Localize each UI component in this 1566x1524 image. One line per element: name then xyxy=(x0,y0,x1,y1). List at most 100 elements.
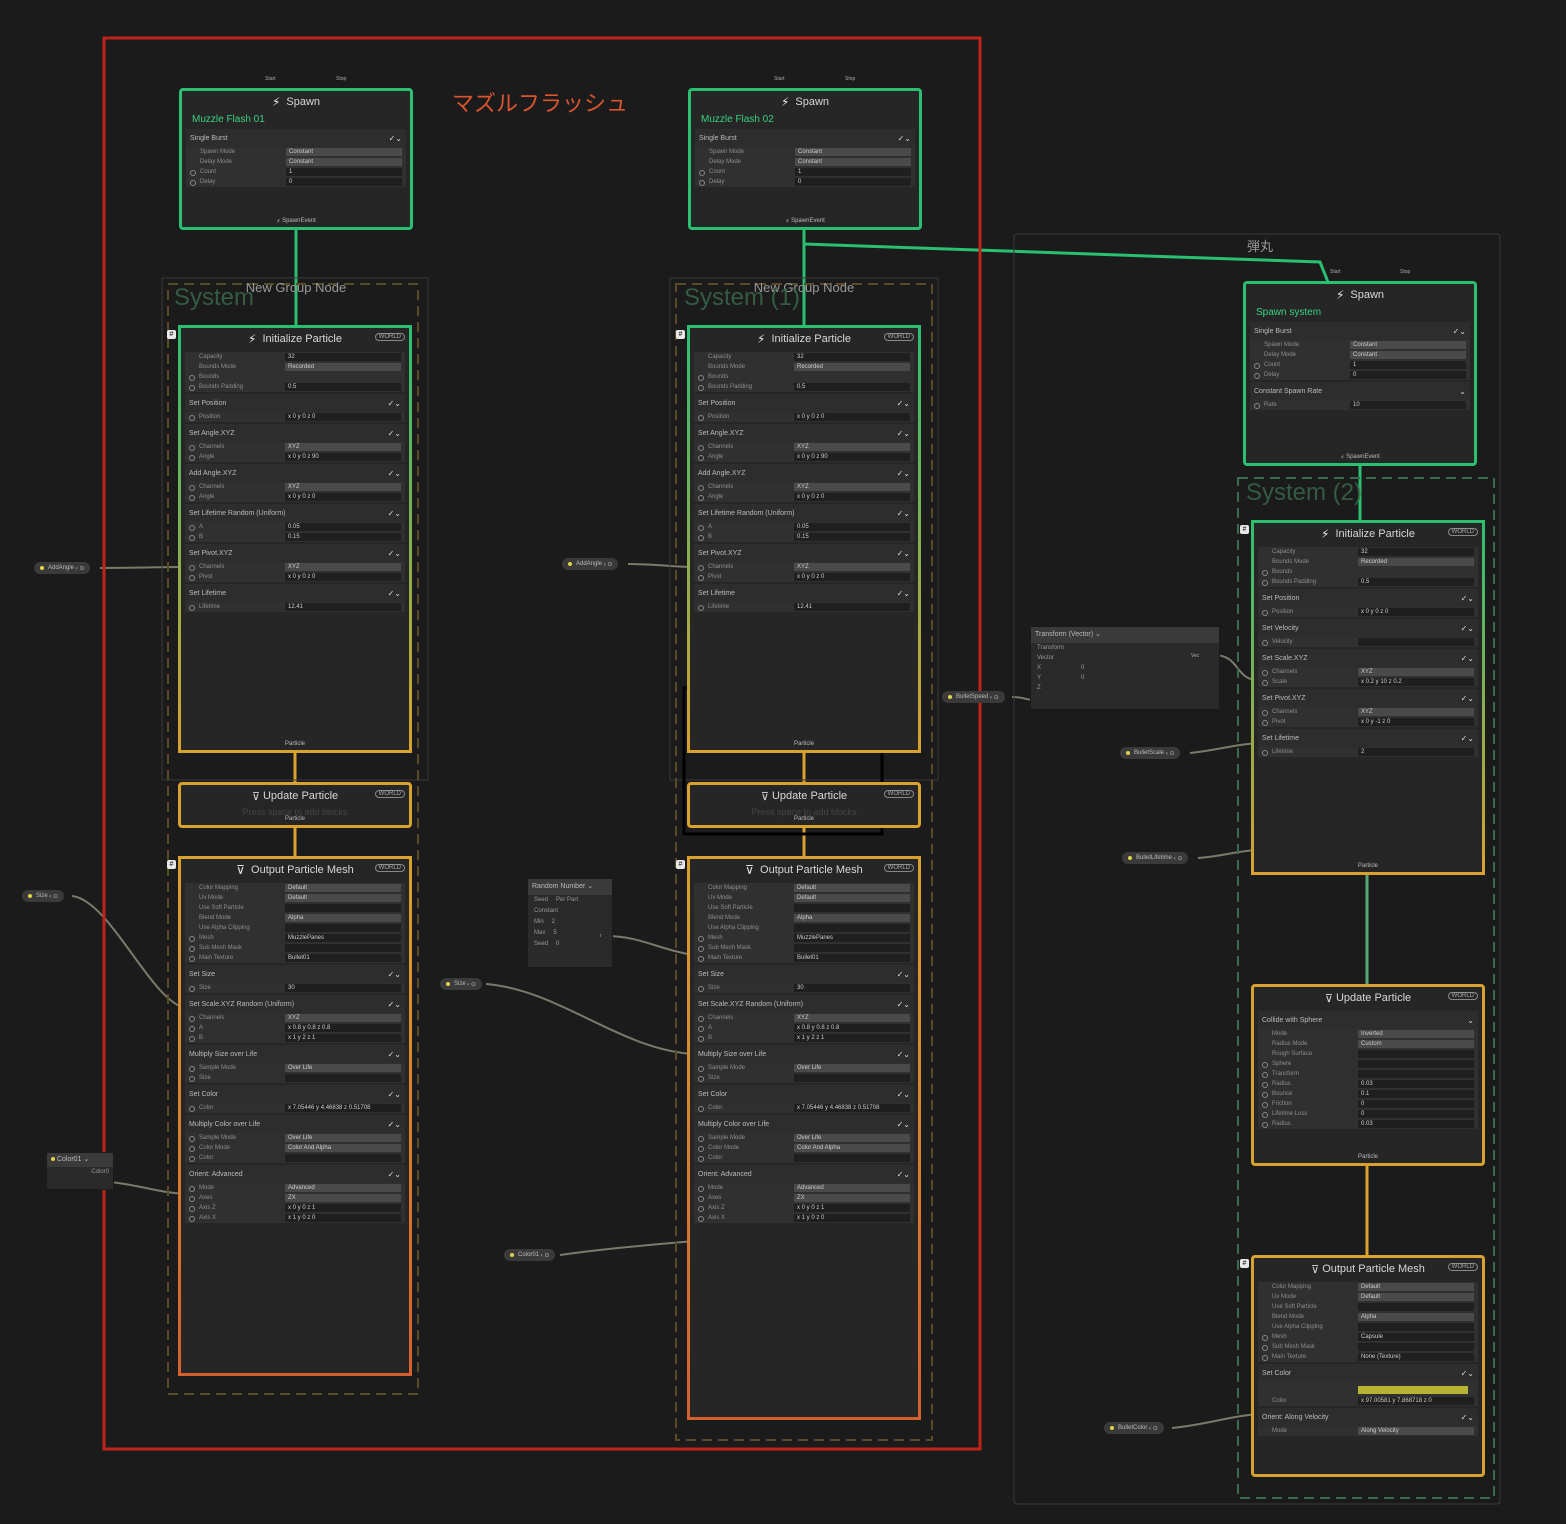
color-swatch[interactable] xyxy=(1358,1386,1468,1394)
spawn-context-3[interactable]: ⚡Spawn Spawn system Single Burst✓⌄ Spawn… xyxy=(1243,281,1477,466)
port-dot[interactable] xyxy=(698,375,704,381)
block-1[interactable]: Set Velocity✓⌄Velocity xyxy=(1258,619,1478,647)
port-dot[interactable] xyxy=(698,1136,704,1142)
port-dot[interactable] xyxy=(189,1136,195,1142)
port-dot[interactable] xyxy=(189,1016,195,1022)
field-value[interactable]: Over Life xyxy=(285,1134,401,1142)
port-dot[interactable] xyxy=(698,1156,704,1162)
random-output-port[interactable]: r xyxy=(600,933,602,939)
field-value[interactable]: x 0 y -1 z 0 xyxy=(1358,718,1474,726)
check-icon[interactable]: ✓⌄ xyxy=(896,548,910,558)
field-value[interactable]: 0.03 xyxy=(1358,1120,1474,1128)
size-parameter-1[interactable]: Size ‹ ⊙ xyxy=(22,890,65,902)
port-dot[interactable] xyxy=(698,495,704,501)
color-parameter[interactable]: Color01 ‹ ⊙ xyxy=(504,1249,556,1261)
check-icon[interactable]: ✓⌄ xyxy=(387,969,401,979)
port-dot[interactable] xyxy=(1262,570,1268,576)
transform-field[interactable]: Vector xyxy=(1037,655,1055,661)
field-value[interactable]: Alpha xyxy=(1358,1313,1474,1321)
port-dot[interactable] xyxy=(698,1186,704,1192)
port-dot[interactable] xyxy=(698,485,704,491)
field-value[interactable]: ZX xyxy=(285,1194,401,1202)
field-value[interactable]: 0.05 xyxy=(794,523,910,531)
world-space-toggle[interactable]: WORLD xyxy=(374,333,405,341)
field-value[interactable] xyxy=(1358,1070,1474,1078)
field-value[interactable]: Bullet01 xyxy=(794,954,910,962)
check-icon[interactable]: ✓⌄ xyxy=(387,1169,401,1179)
port-dot[interactable] xyxy=(698,455,704,461)
check-icon[interactable]: ✓⌄ xyxy=(1452,326,1466,336)
check-icon[interactable]: ✓⌄ xyxy=(896,468,910,478)
delay-mode-dropdown[interactable]: Constant xyxy=(286,158,402,166)
port-dot[interactable] xyxy=(189,565,195,571)
field-value[interactable] xyxy=(1358,1323,1474,1331)
check-icon[interactable]: ✓⌄ xyxy=(897,133,911,143)
field-value[interactable]: XYZ xyxy=(794,443,910,451)
port-dot[interactable] xyxy=(698,1216,704,1222)
spawn-context-1[interactable]: ⚡Spawn Muzzle Flash 01 Single Burst✓⌄ Sp… xyxy=(179,88,413,230)
port-dot[interactable] xyxy=(189,495,195,501)
field-value[interactable]: x 0.8 y 0.8 z 0.8 xyxy=(285,1024,401,1032)
field-value[interactable]: Default xyxy=(285,884,401,892)
spawn-context-2[interactable]: ⚡Spawn Muzzle Flash 02 Single Burst✓⌄ Sp… xyxy=(688,88,922,230)
port-dot[interactable] xyxy=(1262,1345,1268,1351)
field-value[interactable]: 32 xyxy=(1358,548,1474,556)
check-icon[interactable]: ✓⌄ xyxy=(387,1049,401,1059)
field-value[interactable]: Custom xyxy=(1358,1040,1474,1048)
check-icon[interactable]: ✓⌄ xyxy=(387,508,401,518)
field-value[interactable] xyxy=(285,1074,401,1082)
field-value[interactable]: x 0 y 0 z 90 xyxy=(794,453,910,461)
color-value[interactable]: x 97.00581 y 7.868718 z 0 xyxy=(1358,1397,1474,1405)
field-value[interactable]: 32 xyxy=(794,353,910,361)
port-dot[interactable] xyxy=(698,1016,704,1022)
delay-mode-dropdown[interactable]: Constant xyxy=(1350,351,1466,359)
hash-icon[interactable]: # xyxy=(167,860,176,869)
bullet-color-parameter[interactable]: BulletColor ‹ ⊙ xyxy=(1104,1422,1164,1434)
color01-parameter-node[interactable]: Color01 ⌄ Color0 xyxy=(46,1152,114,1190)
port-dot[interactable] xyxy=(189,1066,195,1072)
hash-icon[interactable]: # xyxy=(1240,525,1249,534)
delay-field[interactable]: 0 xyxy=(286,178,402,186)
field-value[interactable]: XYZ xyxy=(285,1014,401,1022)
field-value[interactable]: Inverted xyxy=(1358,1030,1474,1038)
port-dot[interactable] xyxy=(189,415,195,421)
random-field[interactable]: Constant xyxy=(534,908,559,914)
field-value[interactable] xyxy=(794,1074,910,1082)
port-dot[interactable] xyxy=(1254,403,1260,409)
field-value[interactable]: 12.41 xyxy=(285,603,401,611)
field-value[interactable] xyxy=(1358,1303,1474,1311)
output-block-1[interactable]: Set Scale.XYZ Random (Uniform)✓⌄Channels… xyxy=(185,995,405,1043)
port-dot[interactable] xyxy=(1262,1355,1268,1361)
field-value[interactable]: Default xyxy=(794,884,910,892)
port-dot[interactable] xyxy=(698,445,704,451)
check-icon[interactable]: ✓⌄ xyxy=(1460,593,1474,603)
field-value[interactable]: x 0 y 0 z 0 xyxy=(794,493,910,501)
port-dot[interactable] xyxy=(698,415,704,421)
field-value[interactable]: x 1 y 0 z 0 xyxy=(794,1214,910,1222)
hash-icon[interactable]: # xyxy=(676,330,685,339)
check-icon[interactable]: ✓⌄ xyxy=(387,1089,401,1099)
bullet-scale-parameter[interactable]: BulletScale ‹ ⊙ xyxy=(1120,747,1181,759)
port-dot[interactable] xyxy=(189,535,195,541)
